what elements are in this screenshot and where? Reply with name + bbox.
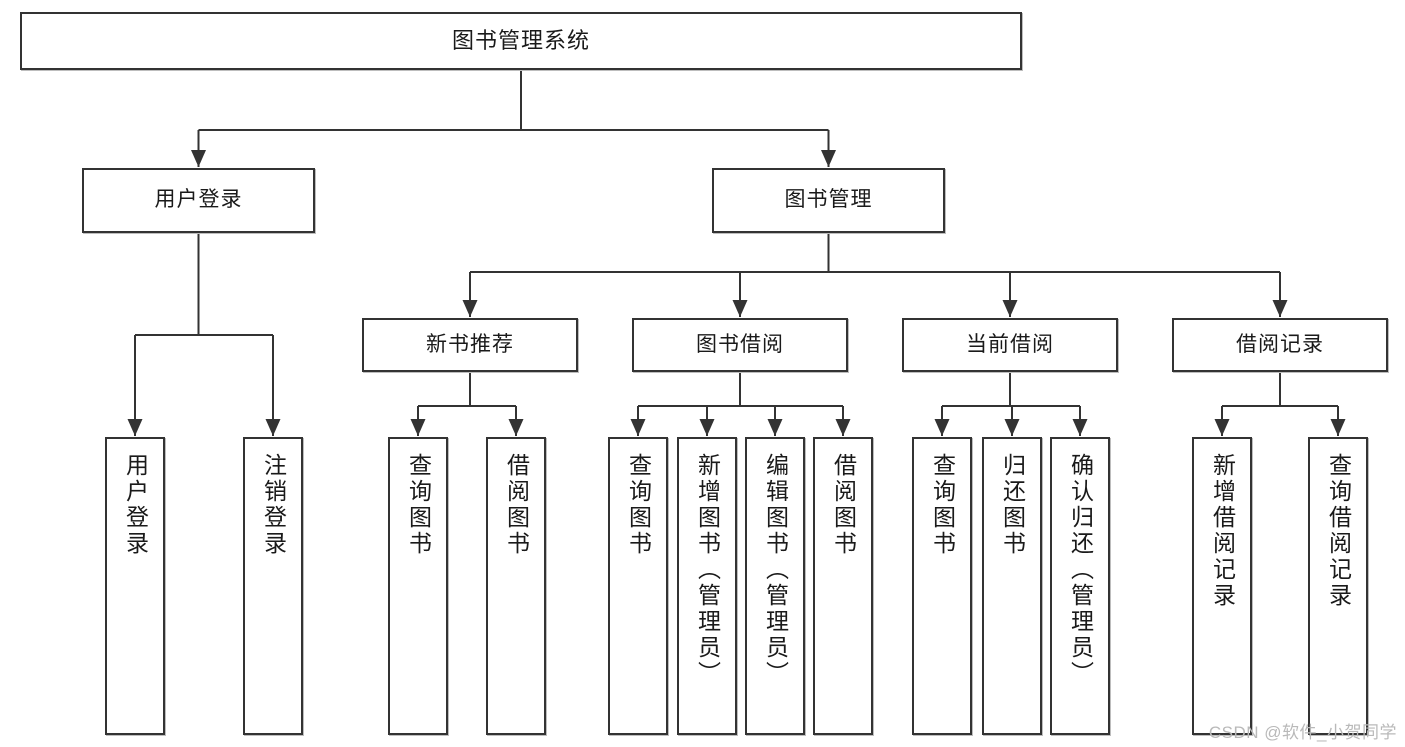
arrow-head-icon <box>821 150 836 167</box>
watermark-label: CSDN @软件_小贺同学 <box>1208 723 1397 742</box>
node-label: 图书管理系统 <box>451 28 590 54</box>
node-label: 查询借阅记录 <box>1325 453 1352 609</box>
node-l3[interactable]: 查询图书 <box>388 437 448 735</box>
node-label: 注销登录 <box>260 453 287 557</box>
arrow-head-icon <box>1072 419 1088 436</box>
node-l11[interactable]: 确认归还（管理员） <box>1050 437 1110 735</box>
arrow-head-icon <box>1002 300 1018 317</box>
node-label: 图书管理 <box>784 188 873 212</box>
node-label: 用户登录 <box>154 188 243 212</box>
arrow-head-icon <box>1004 419 1020 436</box>
node-l10[interactable]: 归还图书 <box>982 437 1042 735</box>
node-label: 用户登录 <box>122 453 149 557</box>
node-l8[interactable]: 借阅图书 <box>813 437 873 735</box>
node-l6[interactable]: 新增图书（管理员） <box>677 437 737 735</box>
node-label: 借阅图书 <box>830 453 857 557</box>
node-label: 当前借阅 <box>966 332 1054 356</box>
node-l1[interactable]: 用户登录 <box>105 437 165 735</box>
arrow-head-icon <box>699 419 715 436</box>
node-label: 图书借阅 <box>696 332 784 356</box>
arrow-head-icon <box>630 419 646 436</box>
node-label: 新增借阅记录 <box>1209 453 1236 609</box>
node-l7[interactable]: 编辑图书（管理员） <box>745 437 805 735</box>
node-label: 借阅图书 <box>503 453 530 557</box>
node-records[interactable]: 借阅记录 <box>1172 318 1388 372</box>
node-l12[interactable]: 新增借阅记录 <box>1192 437 1252 735</box>
arrow-head-icon <box>934 419 950 436</box>
arrow-head-icon <box>1214 419 1230 436</box>
node-l2[interactable]: 注销登录 <box>243 437 303 735</box>
node-l13[interactable]: 查询借阅记录 <box>1308 437 1368 735</box>
arrow-head-icon <box>127 419 143 436</box>
arrow-head-icon <box>767 419 783 436</box>
node-label: 确认归还（管理员） <box>1067 453 1094 687</box>
node-l5[interactable]: 查询图书 <box>608 437 668 735</box>
node-label: 查询图书 <box>929 453 956 557</box>
node-l4[interactable]: 借阅图书 <box>486 437 546 735</box>
arrow-head-icon <box>1330 419 1346 436</box>
arrow-head-icon <box>508 419 524 436</box>
arrow-head-icon <box>265 419 281 436</box>
node-borrow[interactable]: 图书借阅 <box>632 318 848 372</box>
node-label: 新书推荐 <box>426 332 514 356</box>
node-label: 归还图书 <box>999 453 1026 557</box>
node-bookmgmt[interactable]: 图书管理 <box>712 168 945 233</box>
arrow-head-icon <box>191 150 206 167</box>
node-label: 查询图书 <box>625 453 652 557</box>
arrow-head-icon <box>732 300 748 317</box>
arrow-head-icon <box>835 419 851 436</box>
node-label: 新增图书（管理员） <box>694 453 721 687</box>
node-l9[interactable]: 查询图书 <box>912 437 972 735</box>
arrow-head-icon <box>1272 300 1288 317</box>
node-current[interactable]: 当前借阅 <box>902 318 1118 372</box>
node-label: 查询图书 <box>405 453 432 557</box>
node-newbook[interactable]: 新书推荐 <box>362 318 578 372</box>
node-login[interactable]: 用户登录 <box>82 168 315 233</box>
arrow-head-icon <box>410 419 426 436</box>
node-label: 借阅记录 <box>1236 332 1324 356</box>
node-label: 编辑图书（管理员） <box>762 453 789 687</box>
node-root[interactable]: 图书管理系统 <box>20 12 1022 70</box>
arrow-head-icon <box>462 300 478 317</box>
